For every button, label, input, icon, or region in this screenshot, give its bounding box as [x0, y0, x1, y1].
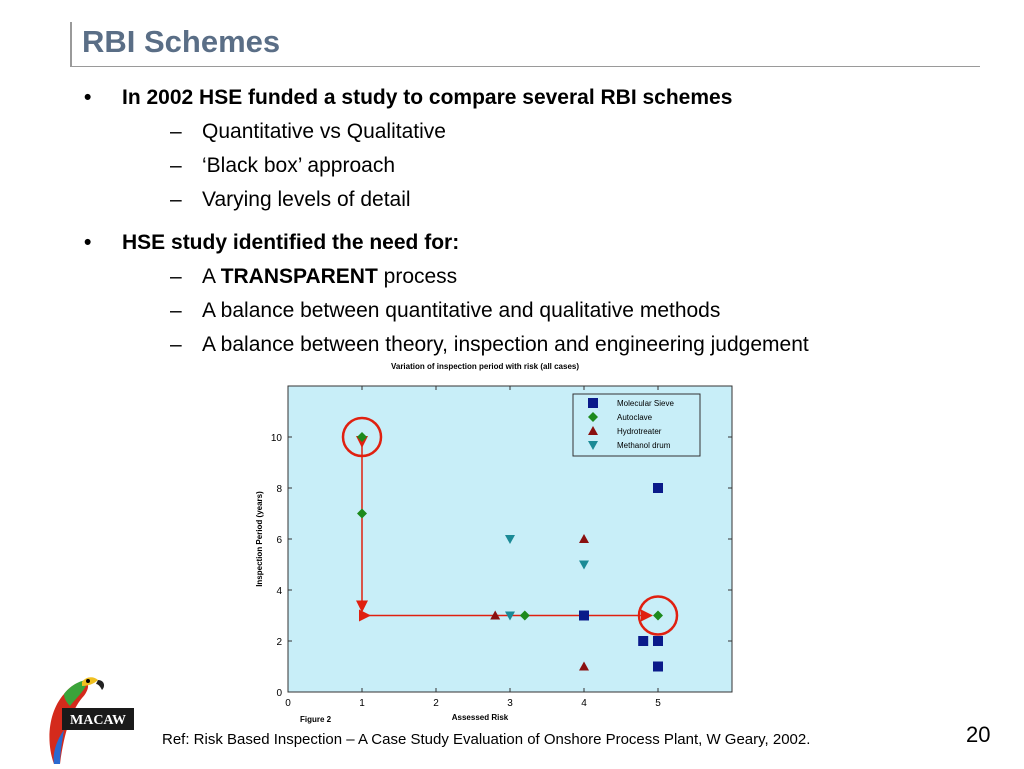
x-tick-label: 3 — [507, 698, 513, 709]
sub-text-post: process — [377, 265, 458, 288]
data-point — [653, 483, 663, 493]
data-point — [505, 535, 515, 544]
y-tick-label: 0 — [276, 688, 282, 699]
x-tick-label: 0 — [285, 698, 291, 709]
y-tick-label: 8 — [276, 484, 282, 495]
bullet-marker: • — [84, 86, 92, 109]
sub-text: A TRANSPARENT process — [202, 265, 457, 289]
data-point — [490, 610, 501, 620]
sub-text-bold: TRANSPARENT — [220, 265, 378, 288]
chart-figure: Variation of inspection period with risk… — [240, 356, 740, 726]
y-tick-label: 4 — [276, 586, 282, 597]
chart-title: Variation of inspection period with risk… — [391, 362, 579, 371]
legend-label: Molecular Sieve — [617, 399, 674, 408]
data-point — [519, 610, 530, 621]
macaw-logo: MACAW — [24, 672, 142, 764]
data-point — [653, 636, 663, 646]
bullet-text: HSE study identified the need for: — [122, 231, 460, 254]
annotation-circle — [341, 416, 383, 458]
legend-marker — [588, 426, 598, 435]
title-underline — [70, 66, 980, 67]
x-tick-label: 2 — [433, 698, 439, 709]
scatter-chart: Variation of inspection period with risk… — [255, 362, 733, 724]
logo-text: MACAW — [70, 713, 126, 728]
data-point — [579, 610, 589, 621]
legend-label: Methanol drum — [617, 441, 671, 450]
sub-text: Varying levels of detail — [202, 188, 411, 211]
data-point — [505, 611, 515, 621]
slide-title: RBI Schemes — [82, 24, 281, 59]
x-tick-label: 4 — [581, 698, 587, 709]
sub-text: A balance between theory, inspection and… — [202, 333, 809, 356]
sub-dash: – — [170, 188, 182, 211]
legend-label: Hydrotreater — [617, 427, 662, 436]
y-axis-label: Inspection Period (years) — [255, 491, 264, 587]
sub-dash: – — [170, 120, 182, 143]
data-point — [653, 661, 663, 672]
parrot-icon: MACAW — [49, 677, 134, 764]
sub-dash: – — [170, 333, 182, 356]
sub-text: ‘Black box’ approach — [202, 154, 395, 177]
x-axis-label: Assessed Risk — [452, 713, 509, 722]
data-point — [579, 560, 589, 570]
legend-marker — [588, 398, 598, 408]
title-accent-line — [70, 22, 72, 66]
y-tick-label: 10 — [271, 433, 283, 444]
annotation-circle — [637, 595, 679, 636]
legend-marker — [588, 412, 598, 422]
data-point — [357, 432, 367, 442]
sub-text-pre: A — [202, 265, 221, 288]
legend-marker — [588, 441, 598, 450]
data-point — [357, 508, 367, 519]
data-point — [579, 661, 589, 671]
y-tick-label: 2 — [276, 637, 282, 648]
sub-dash: – — [170, 299, 182, 322]
y-tick-label: 6 — [276, 535, 282, 546]
data-point — [653, 610, 663, 621]
bullet-text: In 2002 HSE funded a study to compare se… — [122, 86, 733, 109]
figure-caption: Figure 2 — [300, 715, 332, 724]
legend-label: Autoclave — [617, 413, 653, 422]
x-tick-label: 1 — [359, 698, 365, 709]
sub-text: Quantitative vs Qualitative — [202, 120, 446, 143]
x-tick-label: 5 — [655, 698, 661, 709]
data-point — [638, 636, 649, 646]
sub-dash: – — [170, 265, 182, 288]
data-point — [579, 534, 589, 543]
bullet-marker: • — [84, 231, 92, 254]
page-number: 20 — [966, 722, 991, 747]
reference-citation: Ref: Risk Based Inspection – A Case Stud… — [162, 731, 811, 748]
sub-text: A balance between quantitative and quali… — [202, 299, 721, 322]
sub-dash: – — [170, 154, 182, 177]
